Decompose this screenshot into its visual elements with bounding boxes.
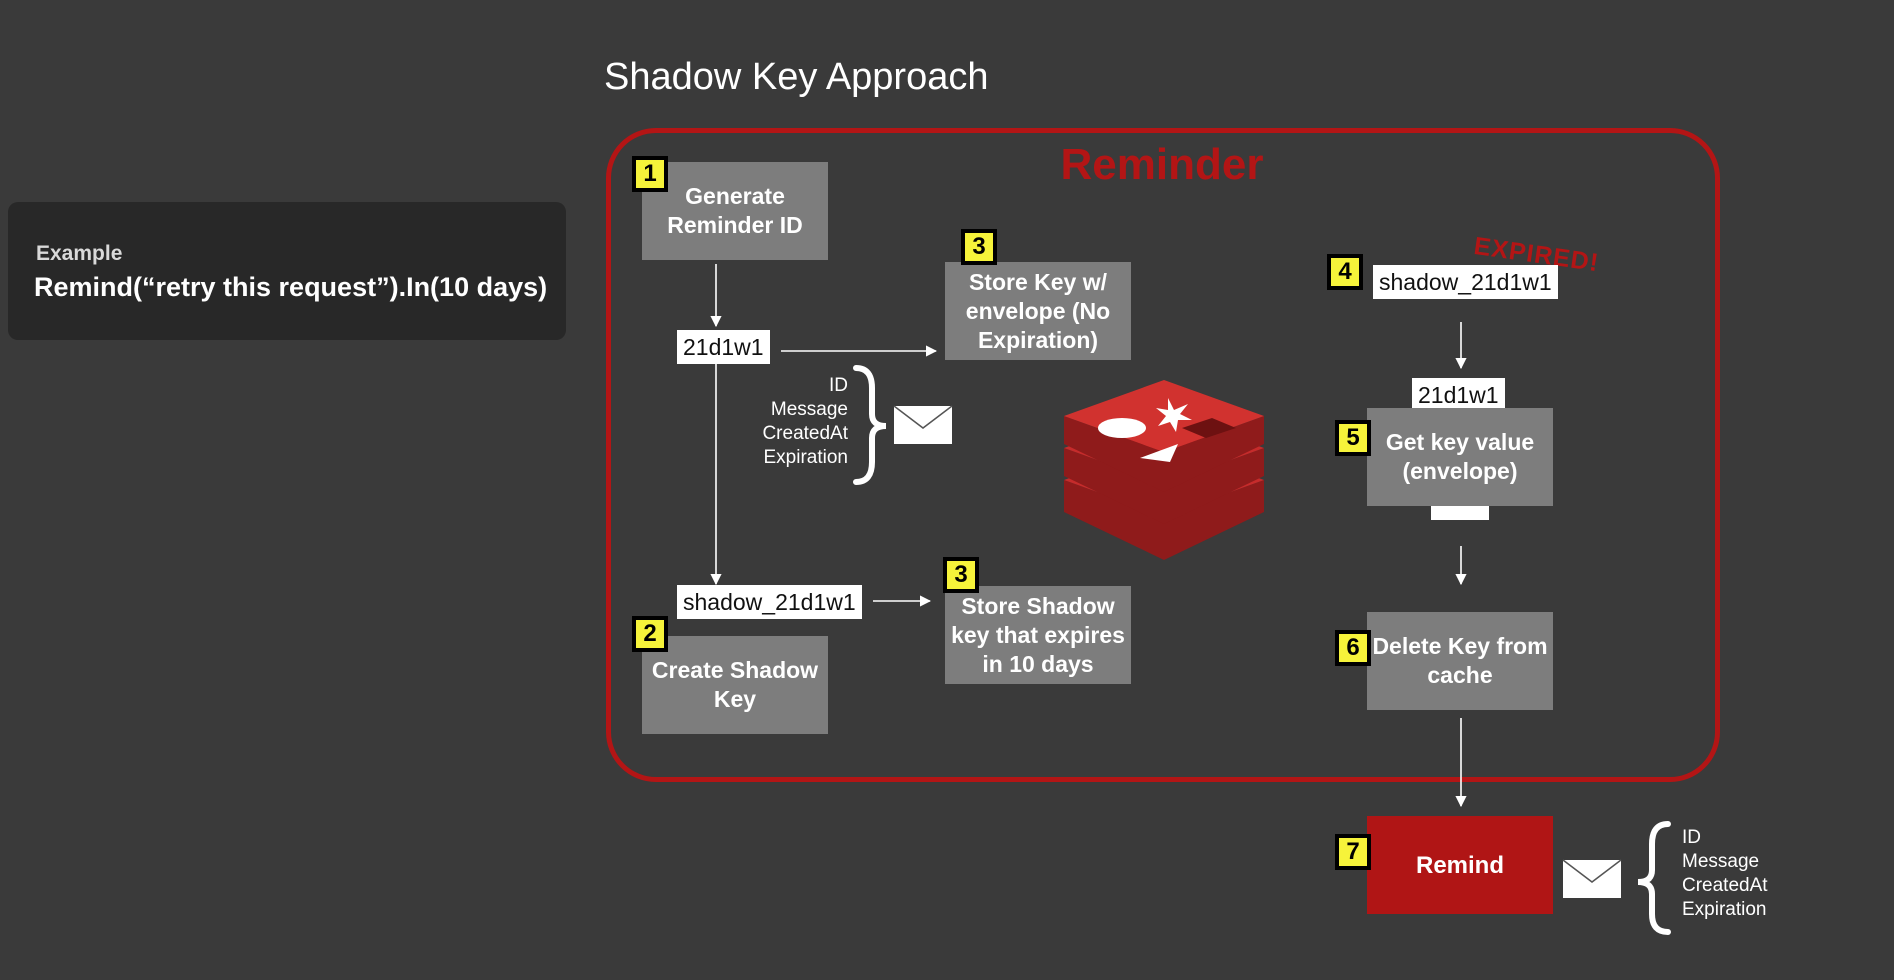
brace-icon	[853, 365, 887, 485]
step-badge-1: 1	[632, 156, 668, 192]
step-badge-2: 2	[632, 616, 668, 652]
envelope-fields-left: ID Message CreatedAt Expiration	[740, 374, 848, 470]
field-id: ID	[1682, 827, 1701, 848]
store-key-box: Store Key w/ envelope (No Expiration)	[945, 262, 1131, 360]
step-badge-4: 4	[1327, 254, 1363, 290]
redis-logo	[1064, 380, 1264, 560]
example-label: Example	[36, 242, 123, 265]
remind-box: Remind	[1367, 816, 1553, 914]
create-shadow-key-box: Create Shadow Key	[642, 636, 828, 734]
field-message: Message	[770, 399, 848, 420]
store-shadow-key-box: Store Shadow key that expires in 10 days	[945, 586, 1131, 684]
reminder-id-tag-right: 21d1w1	[1412, 378, 1505, 412]
field-message: Message	[1682, 851, 1760, 872]
field-expiration: Expiration	[763, 447, 849, 468]
step-badge-6: 6	[1335, 630, 1371, 666]
step-badge-7: 7	[1335, 834, 1371, 870]
delete-key-box: Delete Key from cache	[1367, 612, 1553, 710]
step-badge-5: 5	[1335, 420, 1371, 456]
shadow-key-tag: shadow_21d1w1	[677, 585, 862, 619]
step-badge-3a: 3	[961, 229, 997, 265]
example-card: Example Remind(“retry this request”).In(…	[8, 202, 566, 340]
field-expiration: Expiration	[1682, 899, 1767, 920]
generate-reminder-id-box: Generate Reminder ID	[642, 162, 828, 260]
brace-icon	[1637, 821, 1671, 935]
reminder-id-tag: 21d1w1	[677, 330, 770, 364]
reminder-frame-title: Reminder	[1060, 140, 1264, 189]
field-id: ID	[829, 375, 848, 396]
envelope-icon	[1562, 859, 1622, 898]
page-title: Shadow Key Approach	[604, 56, 989, 98]
envelope-fields-right: ID Message CreatedAt Expiration	[1682, 826, 1792, 922]
field-created-at: CreatedAt	[1682, 875, 1768, 896]
field-created-at: CreatedAt	[762, 423, 848, 444]
expired-shadow-key-tag: shadow_21d1w1	[1373, 265, 1558, 299]
example-code: Remind(“retry this request”).In(10 days)	[34, 272, 548, 302]
step-badge-3b: 3	[943, 557, 979, 593]
envelope-icon	[893, 405, 953, 444]
get-key-value-box: Get key value (envelope)	[1367, 408, 1553, 506]
reminder-frame	[606, 128, 1720, 782]
